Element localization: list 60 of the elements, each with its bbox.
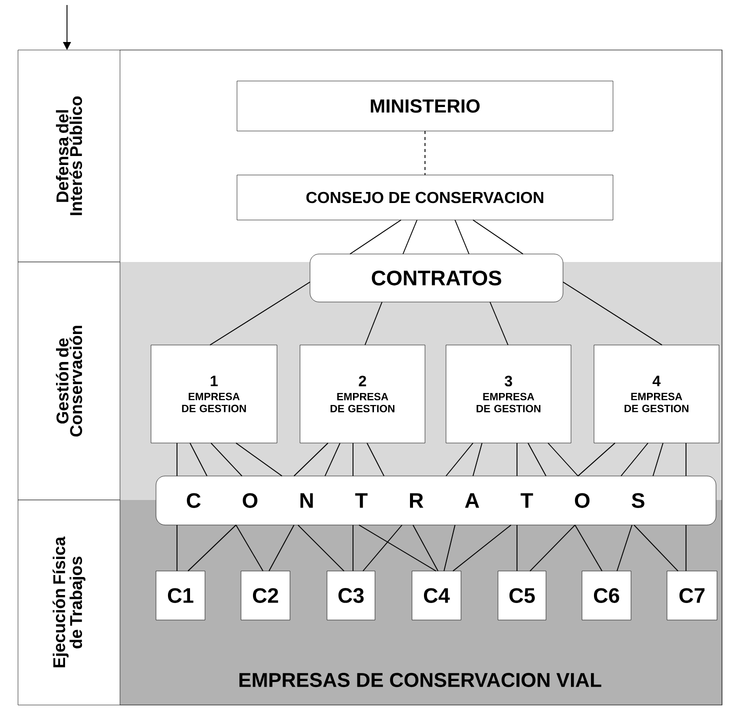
connector-line [210,282,310,346]
company-box: 4 EMPRESA DE GESTION [594,344,720,444]
connector-line [548,442,578,476]
connector-line [562,282,662,346]
row-header-cell: Defensa del Interés Público [18,50,120,262]
ministry-box: MINISTERIO [236,80,614,132]
contractor-box: C2 [240,570,290,620]
connector-line [578,442,616,476]
row-header-cell: Ejecución Física de Trabajos [18,500,120,706]
contractor-box: C3 [326,570,376,620]
connector-line [634,524,678,572]
connector-line [516,524,518,572]
connector-line [188,524,236,572]
connector-line [446,442,474,476]
band-title: EMPRESAS DE CONSERVACION VIAL [239,672,602,688]
connector-line [364,302,382,346]
company-box: 2 EMPRESA DE GESTION [300,344,426,444]
connector-line [472,220,524,254]
connector-line [190,442,208,476]
connector-line [268,524,294,572]
connector-line [574,524,602,572]
connector-line [530,524,576,572]
connector-line [298,524,344,572]
contractor-box: C4 [412,570,462,620]
connector-line [528,442,546,476]
contracts-band-box: C O N T R A T O S [156,476,716,526]
connector-line [352,442,354,476]
company-box: 1 EMPRESA DE GESTION [150,344,278,444]
connector-line [362,524,402,572]
connector-line [616,524,632,572]
connector-line [236,524,264,572]
contracts-box: CONTRATOS [310,254,564,302]
contractor-box: C7 [666,570,718,620]
connector-line [352,524,354,572]
connector-line [236,442,282,476]
connector-line [452,524,512,572]
contractor-box: C5 [498,570,546,620]
connector-line [294,442,328,476]
contractor-box: C1 [156,570,206,620]
connector-line [402,220,418,254]
connector-line [324,442,340,476]
connector-line [424,130,426,176]
connector-line [358,524,436,572]
connector-line [366,442,384,476]
contractor-box: C6 [582,570,632,620]
connector-line [350,220,402,254]
connector-line [620,442,648,476]
connector-line [210,442,242,476]
connector-line [652,442,664,476]
company-box: 3 EMPRESA DE GESTION [446,344,572,444]
connector-line [490,302,508,346]
connector-line [444,524,456,572]
connector-line [412,524,438,572]
row-header-cell: Gestión de Conservación [18,262,120,500]
connector-line [516,442,518,476]
connector-line [176,442,178,476]
connector-line [176,524,178,572]
council-box: CONSEJO DE CONSERVACION [236,174,614,220]
connector-line [454,220,470,254]
connector-line [472,442,482,476]
